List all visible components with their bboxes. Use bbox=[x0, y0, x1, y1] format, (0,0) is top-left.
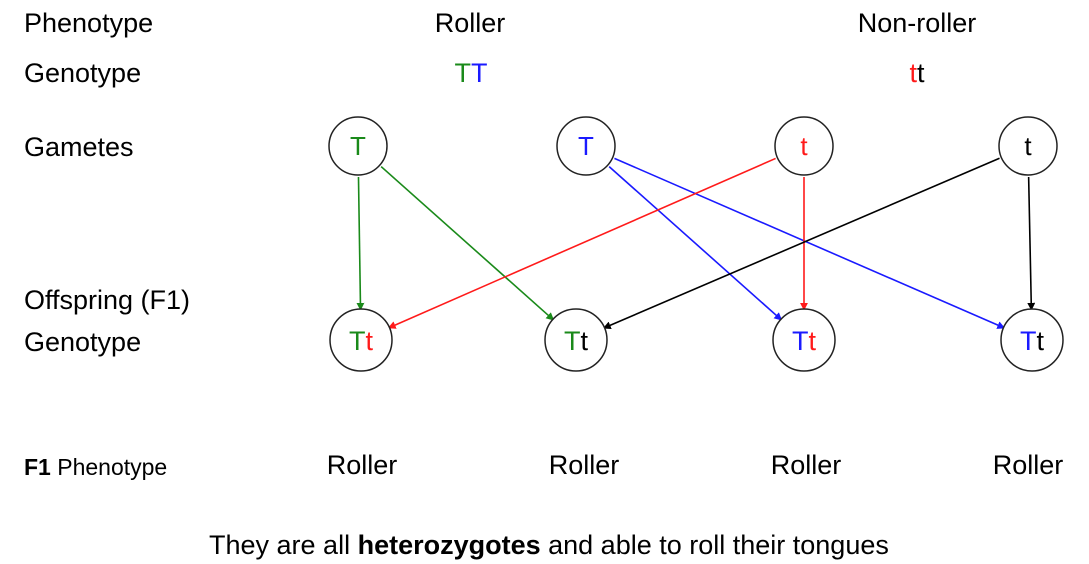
gamete-node-1: T bbox=[328, 116, 388, 176]
phenotype-label: Phenotype bbox=[50, 454, 168, 480]
offspring-nodes: Tt Tt Tt Tt bbox=[329, 308, 1064, 372]
offspring-circle bbox=[1000, 308, 1064, 372]
cross-arrow-4-to-2 bbox=[602, 157, 1000, 330]
offspring-circle bbox=[772, 308, 836, 372]
offspring-node-3: Tt bbox=[772, 308, 836, 372]
gametes-row-label: Gametes bbox=[24, 132, 134, 162]
offspring-node-2: Tt bbox=[544, 308, 608, 372]
offspring-circle bbox=[329, 308, 393, 372]
gamete-circle bbox=[328, 116, 388, 176]
phenotype-row-label: Phenotype bbox=[24, 8, 154, 38]
gamete-allele: t bbox=[800, 131, 808, 161]
f1-phenotype-3: Roller bbox=[770, 450, 842, 480]
f1-phenotype-2: Roller bbox=[548, 450, 620, 480]
gamete-circle bbox=[556, 116, 616, 176]
gamete-circle bbox=[998, 116, 1058, 176]
conclusion-suffix: and able to roll their tongues bbox=[540, 530, 889, 560]
offspring-genotype: Tt bbox=[1020, 326, 1045, 356]
offspring-node-1: Tt bbox=[329, 308, 393, 372]
gamete-node-4: t bbox=[998, 116, 1058, 176]
parent-2-phenotype: Non-roller bbox=[857, 8, 977, 38]
gamete-allele: T bbox=[578, 131, 594, 161]
offspring-circle bbox=[544, 308, 608, 372]
gamete-node-3: t bbox=[774, 116, 834, 176]
parent-1-allele-1: T bbox=[454, 58, 472, 88]
offspring-node-4: Tt bbox=[1000, 308, 1064, 372]
parent-1-allele-2: T bbox=[471, 58, 488, 88]
parent-2-genotype: tt bbox=[909, 60, 924, 87]
f1-phenotype-1: Roller bbox=[326, 450, 398, 480]
cross-arrow-4-to-4 bbox=[1027, 176, 1036, 311]
f1-phenotype-4: Roller bbox=[992, 450, 1064, 480]
gamete-allele: T bbox=[350, 131, 366, 161]
cross-arrow-2-to-4 bbox=[614, 157, 1006, 329]
offspring-genotype: Tt bbox=[349, 326, 374, 356]
f1-phenotype-row-label: F1 Phenotype bbox=[24, 456, 167, 479]
parent-2-allele-1: t bbox=[909, 58, 917, 88]
conclusion-text: They are all heterozygotes and able to r… bbox=[209, 530, 889, 561]
conclusion-prefix: They are all bbox=[209, 530, 358, 560]
parent-2-allele-2: t bbox=[917, 58, 925, 88]
offspring-genotype: Tt bbox=[792, 326, 817, 356]
cross-arrow-3-to-1 bbox=[387, 157, 776, 329]
offspring-genotype: Tt bbox=[564, 326, 589, 356]
gamete-circle bbox=[774, 116, 834, 176]
gamete-allele: t bbox=[1024, 131, 1032, 161]
offspring-row-label: Offspring (F1) bbox=[24, 285, 191, 315]
parent-1-phenotype: Roller bbox=[434, 8, 506, 38]
f1-label: F1 bbox=[24, 454, 51, 480]
offspring-genotype-row-label: Genotype bbox=[24, 327, 142, 357]
cross-arrow-1-to-2 bbox=[380, 166, 555, 321]
cross-arrows bbox=[356, 157, 1036, 330]
parent-1-genotype: TT bbox=[455, 60, 488, 87]
genotype-row-label: Genotype bbox=[24, 58, 142, 88]
cross-arrow-2-to-3 bbox=[608, 166, 783, 321]
gamete-node-2: T bbox=[556, 116, 616, 176]
cross-arrow-1-to-1 bbox=[356, 176, 365, 311]
conclusion-keyword: heterozygotes bbox=[357, 530, 541, 560]
